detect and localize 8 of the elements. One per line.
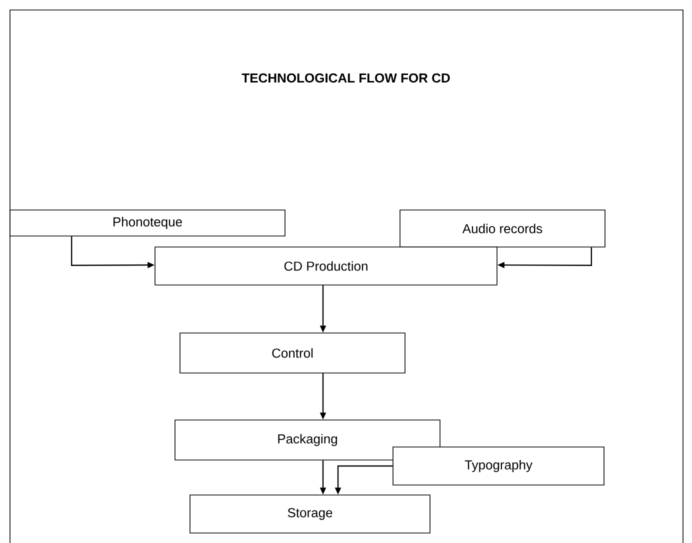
process-box: Storage (190, 494, 430, 534)
title: TECHNOLOGICAL FLOW FOR CD (242, 73, 450, 83)
process-box: Packaging (174, 420, 440, 460)
process-box: Control (180, 332, 406, 374)
process-box: CD Production (154, 246, 498, 286)
process-box: Typography (392, 446, 604, 486)
process-box: Audio records (400, 210, 606, 248)
process-box: Phonoteque (10, 210, 286, 236)
